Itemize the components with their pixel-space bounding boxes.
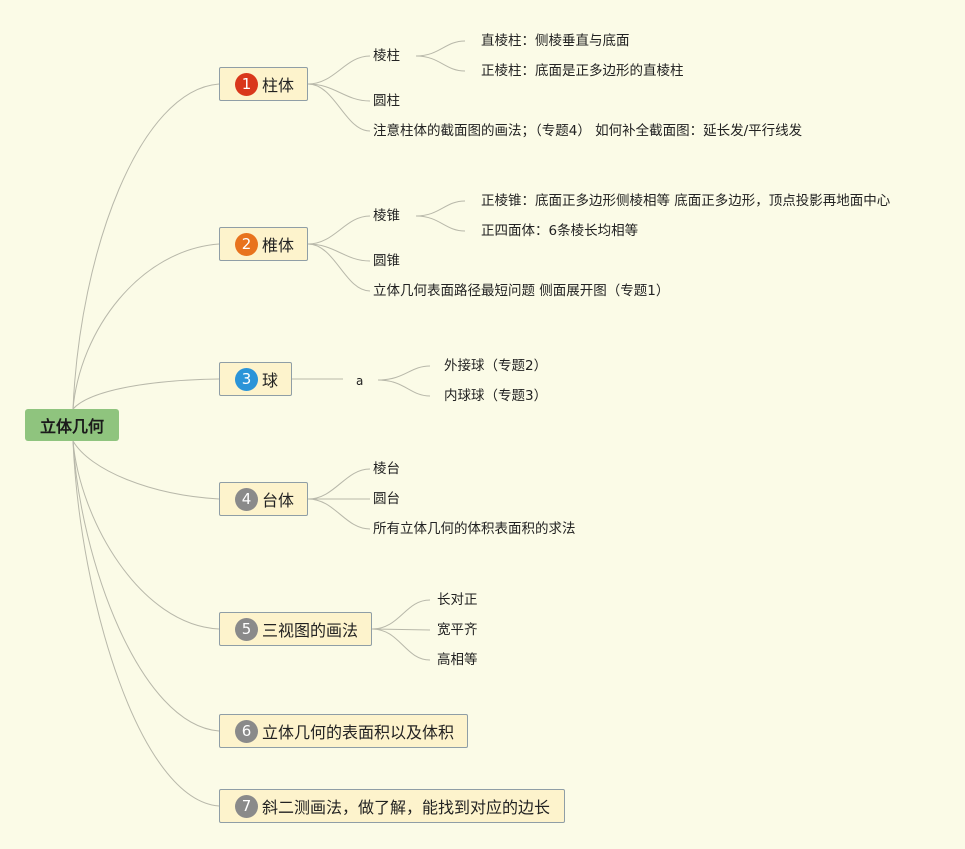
- number-4-icon: 4: [235, 487, 258, 511]
- number-7-icon: 7: [235, 794, 258, 818]
- subtopic-prism[interactable]: 棱柱: [373, 48, 400, 64]
- topic-4[interactable]: 4 台体: [219, 482, 308, 516]
- topic-2[interactable]: 2 椎体: [219, 227, 308, 261]
- subtopic-regular-prism[interactable]: 正棱柱：底面是正多边形的直棱柱: [481, 63, 684, 79]
- subtopic-volume-area-methods[interactable]: 所有立体几何的体积表面积的求法: [373, 521, 576, 537]
- topic-label: 台体: [262, 491, 295, 510]
- topic-label: 球: [262, 371, 279, 390]
- topic-label: 斜二测画法，做了解，能找到对应的边长: [262, 798, 551, 817]
- subtopic-cone[interactable]: 圆锥: [373, 253, 400, 269]
- subtopic-a[interactable]: a: [356, 374, 364, 388]
- topic-label: 柱体: [262, 76, 295, 95]
- number-5-icon: 5: [235, 617, 258, 641]
- subtopic-frustum-prism[interactable]: 棱台: [373, 461, 400, 477]
- topic-label: 椎体: [262, 236, 295, 255]
- subtopic-height-align[interactable]: 高相等: [437, 652, 478, 668]
- subtopic-length-align[interactable]: 长对正: [437, 592, 478, 608]
- topic-7[interactable]: 7 斜二测画法，做了解，能找到对应的边长: [219, 789, 565, 823]
- subtopic-regular-pyramid[interactable]: 正棱锥：底面正多边形侧棱相等 底面正多边形，顶点投影再地面中心: [481, 193, 891, 209]
- subtopic-width-align[interactable]: 宽平齐: [437, 622, 478, 638]
- subtopic-cylinder[interactable]: 圆柱: [373, 93, 400, 109]
- subtopic-cross-section-note[interactable]: 注意柱体的截面图的画法；（专题4） 如何补全截面图：延长发/平行线发: [373, 123, 803, 139]
- topic-6[interactable]: 6 立体几何的表面积以及体积: [219, 714, 468, 748]
- subtopic-frustum-cone[interactable]: 圆台: [373, 491, 400, 507]
- topic-label: 立体几何的表面积以及体积: [262, 723, 455, 742]
- topic-5[interactable]: 5 三视图的画法: [219, 612, 372, 646]
- number-2-icon: 2: [235, 232, 258, 256]
- topic-3[interactable]: 3 球: [219, 362, 292, 396]
- topic-1[interactable]: 1 柱体: [219, 67, 308, 101]
- root-label: 立体几何: [39, 417, 104, 436]
- topic-label: 三视图的画法: [262, 621, 359, 640]
- subtopic-pyramid[interactable]: 棱锥: [373, 208, 400, 224]
- subtopic-shortest-path-note[interactable]: 立体几何表面路径最短问题 侧面展开图（专题1）: [373, 283, 670, 299]
- subtopic-right-prism[interactable]: 直棱柱：侧棱垂直与底面: [481, 33, 630, 49]
- number-6-icon: 6: [235, 719, 258, 743]
- number-3-icon: 3: [235, 367, 258, 391]
- subtopic-regular-tetrahedron[interactable]: 正四面体：6条棱长均相等: [481, 223, 639, 239]
- root-topic[interactable]: 立体几何: [25, 409, 119, 441]
- number-1-icon: 1: [235, 72, 258, 96]
- subtopic-inscribed-sphere[interactable]: 内球球（专题3）: [444, 388, 548, 404]
- subtopic-circumscribed-sphere[interactable]: 外接球（专题2）: [444, 358, 548, 374]
